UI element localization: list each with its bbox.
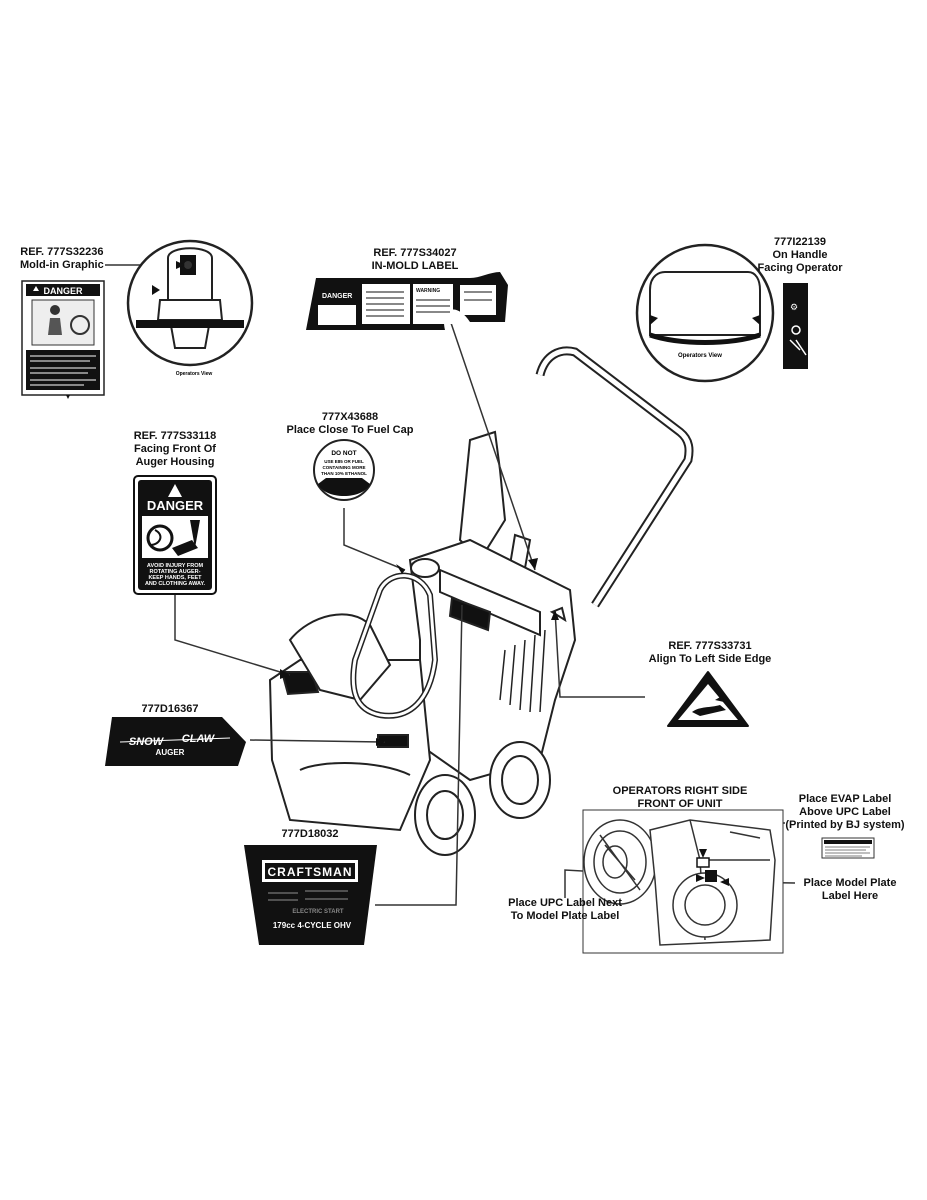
callout-operators-right-side: OPERATORS RIGHT SIDE FRONT OF UNIT bbox=[605, 785, 755, 811]
callout-ref-777s32236: REF. 777S32236 Mold-in Graphic bbox=[20, 246, 104, 272]
leader-auger-front bbox=[174, 595, 291, 676]
callout-ref-777d16367-line1: 777D16367 bbox=[141, 703, 199, 715]
callout-ref-777s33731-line1: REF. 777S33731 bbox=[668, 640, 752, 652]
snow-claw-decal: SNOW CLAW AUGER bbox=[105, 717, 246, 766]
snow-claw-sub: AUGER bbox=[156, 748, 185, 757]
callout-ref-777i22139-line3: Facing Operator bbox=[757, 262, 843, 274]
fuel-cap-line-1: DO NOT bbox=[331, 450, 356, 457]
callout-ref-777d18032-line1: 777D18032 bbox=[281, 828, 339, 840]
leader-fuel-cap bbox=[343, 508, 406, 571]
callout-ref-777x43688-line1: 777X43688 bbox=[321, 411, 379, 423]
leader-inmold bbox=[449, 319, 536, 571]
callout-operators-right-side-line2: FRONT OF UNIT bbox=[637, 798, 723, 810]
callout-ref-777s33118: REF. 777S33118 Facing Front Of Auger Hou… bbox=[115, 430, 235, 469]
callout-ref-777i22139: 777I22139 On Handle Facing Operator bbox=[740, 236, 860, 275]
craftsman-start: ELECTRIC START bbox=[292, 909, 344, 915]
handle-detail: ⚙ bbox=[635, 243, 808, 383]
callout-upc-label-line1: Place UPC Label Next bbox=[508, 897, 622, 909]
leader-craftsman bbox=[375, 604, 463, 906]
leader-side-edge bbox=[554, 609, 645, 698]
arrow-heads bbox=[176, 261, 729, 886]
fuel-cap-line-3: CONTAINING MORE bbox=[323, 465, 366, 470]
callout-evap-label-line1: Place EVAP Label bbox=[798, 793, 892, 805]
danger-big-warning-2: ROTATING AUGER- bbox=[150, 569, 201, 575]
danger-big-warning-1: AVOID INJURY FROM bbox=[147, 563, 204, 569]
callout-ref-777s34027-line1: REF. 777S34027 bbox=[373, 247, 457, 259]
danger-big-heading: DANGER bbox=[147, 498, 204, 513]
callout-ref-777i22139-line2: On Handle bbox=[772, 249, 828, 261]
craftsman-brand: CRAFTSMAN bbox=[268, 865, 353, 879]
inmold-danger-heading: DANGER bbox=[322, 293, 352, 300]
callout-ref-777s32236-line1: REF. 777S32236 bbox=[20, 246, 104, 258]
callout-ref-777d18032: 777D18032 bbox=[260, 828, 360, 841]
fuel-cap-line-4: THAN 10% ETHANOL bbox=[321, 471, 367, 476]
snow-claw-part-1: SNOW bbox=[129, 736, 165, 748]
handle-view-caption: Operators View bbox=[678, 353, 722, 359]
callout-evap-label-line2: Above UPC Label bbox=[799, 806, 891, 818]
callout-ref-777x43688: 777X43688 Place Close To Fuel Cap bbox=[270, 411, 430, 437]
mold-graphic-detail bbox=[126, 239, 254, 367]
callout-ref-777d16367: 777D16367 bbox=[120, 703, 220, 716]
callout-upc-label: Place UPC Label Next To Model Plate Labe… bbox=[500, 897, 630, 923]
callout-ref-777s33118-line2: Facing Front Of bbox=[134, 443, 216, 455]
callout-model-plate: Place Model Plate Label Here bbox=[790, 877, 910, 903]
operators-side-inset bbox=[582, 809, 784, 954]
danger-big-warning-4: AND CLOTHING AWAY. bbox=[145, 581, 206, 587]
callout-operators-right-side-line1: OPERATORS RIGHT SIDE bbox=[612, 785, 748, 797]
craftsman-decal: CRAFTSMAN ELECTRIC START 179cc 4-CYCLE O… bbox=[244, 845, 377, 945]
callout-upc-label-line2: To Model Plate Label bbox=[510, 910, 620, 922]
evap-label-sample bbox=[821, 837, 875, 859]
callout-model-plate-line1: Place Model Plate bbox=[803, 877, 897, 889]
triangle-warning-decal bbox=[667, 671, 749, 727]
danger-decal-auger: DANGER AVOID INJURY FROM ROTATING AUGER-… bbox=[133, 475, 217, 595]
mold-graphic-view-caption: Operators View bbox=[176, 371, 213, 377]
danger-decal-small: DANGER bbox=[21, 280, 105, 399]
callout-ref-777i22139-line1: 777I22139 bbox=[774, 236, 826, 248]
callout-ref-777s32236-line2: Mold-in Graphic bbox=[20, 259, 104, 271]
callout-evap-label-line3: (Printed by BJ system) bbox=[785, 819, 905, 831]
danger-small-heading: DANGER bbox=[43, 286, 83, 296]
callout-ref-777s33731-line2: Align To Left Side Edge bbox=[648, 653, 772, 665]
callout-model-plate-line2: Label Here bbox=[821, 890, 879, 902]
svg-text:⚙: ⚙ bbox=[790, 302, 798, 312]
callout-ref-777x43688-line2: Place Close To Fuel Cap bbox=[286, 424, 414, 436]
fuel-cap-decal: DO NOT USE E85 OR FUEL CONTAINING MORE T… bbox=[313, 439, 375, 501]
inmold-label-decal: DANGER WARNING bbox=[306, 272, 508, 330]
snow-thrower-illustration bbox=[268, 346, 694, 856]
callout-ref-777s33118-line1: REF. 777S33118 bbox=[133, 430, 217, 442]
callout-ref-777s34027-line2: IN-MOLD LABEL bbox=[371, 260, 459, 272]
callout-ref-777s33731: REF. 777S33731 Align To Left Side Edge bbox=[630, 640, 790, 666]
callout-ref-777s34027: REF. 777S34027 IN-MOLD LABEL bbox=[355, 247, 475, 273]
leader-snow-claw bbox=[249, 739, 386, 743]
fuel-cap-line-2: USE E85 OR FUEL bbox=[324, 459, 364, 464]
craftsman-engine: 179cc 4-CYCLE OHV bbox=[273, 921, 352, 930]
inmold-warning-heading: WARNING bbox=[416, 288, 440, 294]
callout-evap-label: Place EVAP Label Above UPC Label (Printe… bbox=[775, 793, 915, 832]
callout-ref-777s33118-line3: Auger Housing bbox=[135, 456, 215, 468]
danger-big-warning-3: KEEP HANDS, FEET bbox=[148, 575, 202, 581]
